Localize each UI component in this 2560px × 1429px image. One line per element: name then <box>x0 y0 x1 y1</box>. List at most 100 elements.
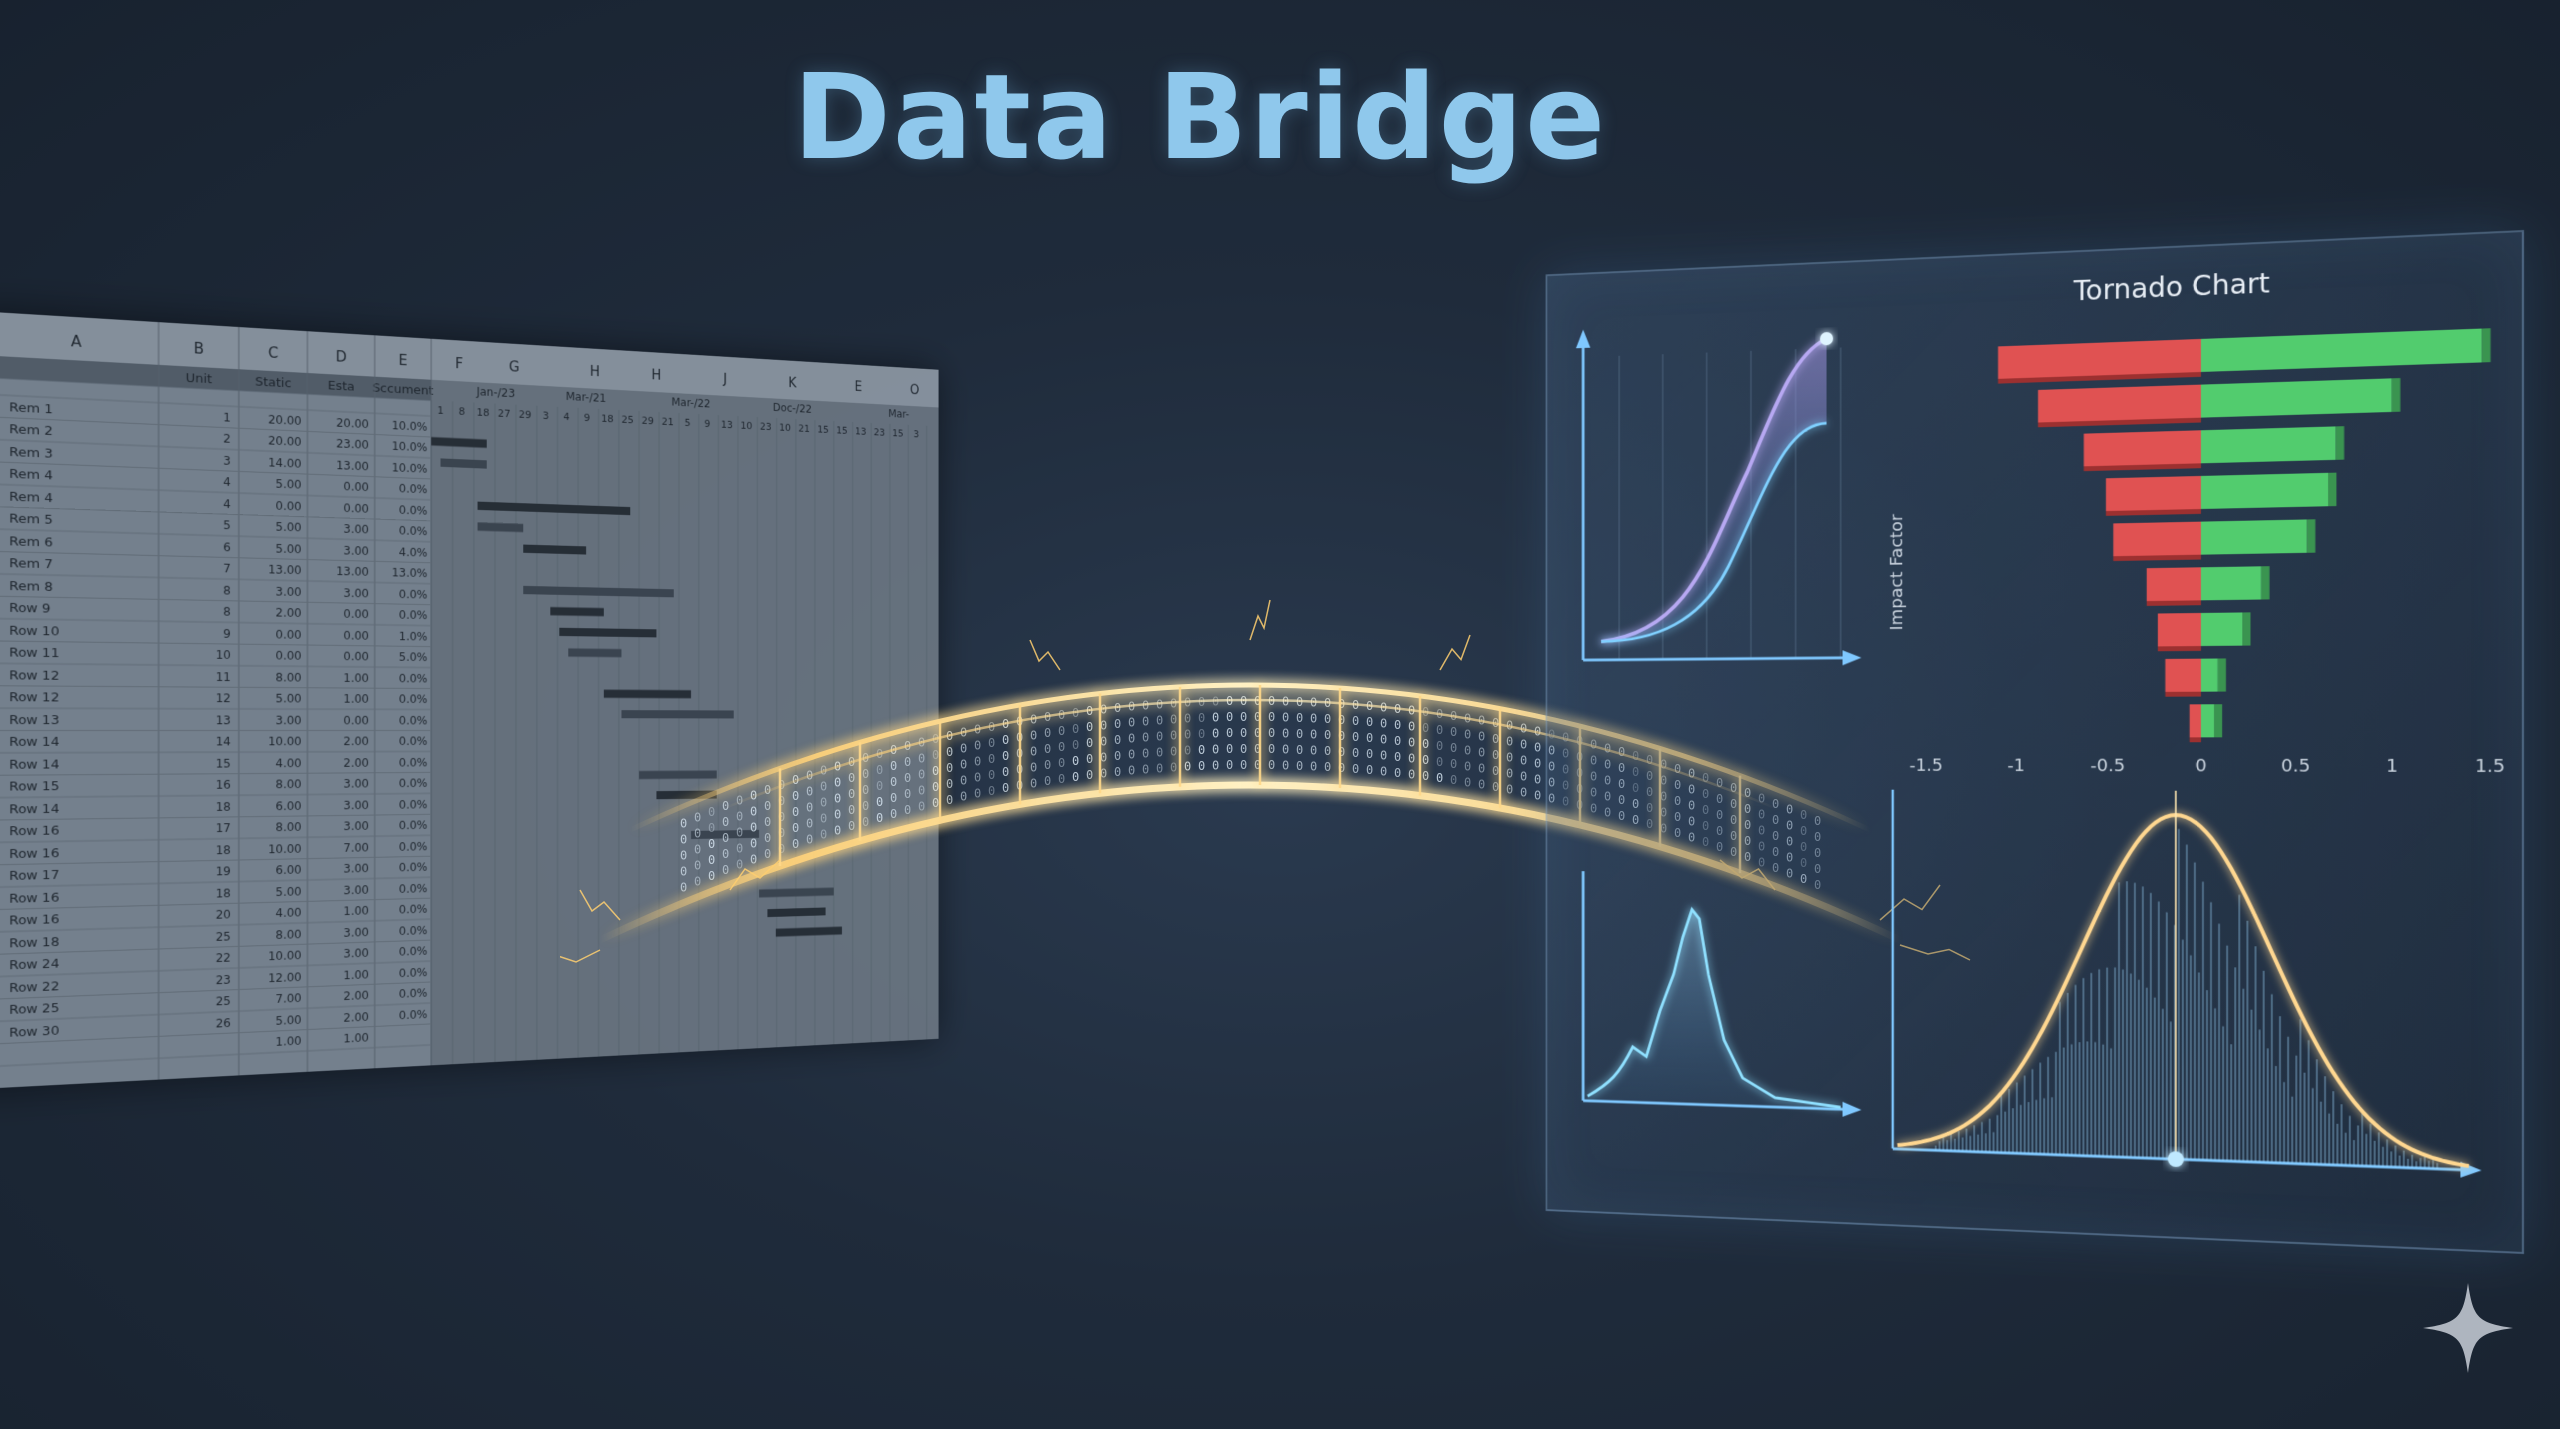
static-cell: 3.00 <box>276 585 302 599</box>
binary-digit: 0 <box>1128 764 1135 778</box>
binary-digit: 0 <box>1786 866 1793 880</box>
row-label: Row 11 <box>9 645 59 661</box>
binary-digit: 0 <box>750 836 757 850</box>
binary-digit: 0 <box>1534 788 1541 802</box>
binary-digit: 0 <box>1590 786 1597 800</box>
binary-digit: 0 <box>1758 807 1765 821</box>
s-curve-x-arrow <box>1842 650 1862 666</box>
unit-cell: 22 <box>216 951 231 966</box>
binary-digit: 0 <box>680 865 687 879</box>
sccument-cell: 0.0% <box>399 965 428 980</box>
binary-digit: 0 <box>820 796 827 810</box>
s-curve-lower-line <box>1601 423 1826 641</box>
binary-digit: 0 <box>1100 750 1107 764</box>
binary-digit: 0 <box>1758 855 1765 869</box>
static-cell: 5.00 <box>276 520 302 535</box>
spark <box>1249 599 1271 641</box>
binary-digit: 0 <box>1492 764 1499 778</box>
binary-digit: 0 <box>694 827 701 841</box>
unit-cell: 5 <box>223 518 231 532</box>
column-letter: E <box>399 353 408 369</box>
timeline-month: Mar-/21 <box>566 389 606 404</box>
static-cell: 5.00 <box>276 542 302 557</box>
binary-digit: 0 <box>1240 758 1247 772</box>
unit-cell: 4 <box>223 497 231 511</box>
timeline-day: 21 <box>798 423 810 435</box>
esta-cell: 3.00 <box>343 522 369 537</box>
binary-digit: 0 <box>1478 746 1485 760</box>
tornado-tick-label: -1 <box>2007 756 2024 775</box>
binary-digit: 0 <box>1296 727 1303 741</box>
static-cell: 0.00 <box>276 649 302 663</box>
binary-digit: 0 <box>736 826 743 840</box>
column-letter: H <box>652 368 662 384</box>
timeline-day: 5 <box>685 417 691 429</box>
binary-digit: 0 <box>1716 792 1723 806</box>
timeline-day: 3 <box>543 410 549 422</box>
sccument-cell: 0.0% <box>399 714 428 728</box>
unit-cell: 7 <box>223 562 231 576</box>
binary-digit: 0 <box>1464 743 1471 757</box>
binary-digit: 0 <box>736 794 743 808</box>
static-cell: 10.00 <box>268 735 302 749</box>
binary-digit: 0 <box>736 810 743 824</box>
binary-digit: 0 <box>1562 795 1569 809</box>
column-letter: D <box>336 349 347 365</box>
spark <box>1879 884 1941 921</box>
binary-digit: 0 <box>890 759 897 773</box>
binary-digit: 0 <box>918 800 925 814</box>
row-label: Rem 1 <box>9 399 53 417</box>
binary-digit: 0 <box>1380 732 1387 746</box>
esta-cell: 3.00 <box>343 883 369 897</box>
tornado-bar-positive <box>2200 328 2483 372</box>
binary-digit: 0 <box>1002 781 1009 795</box>
binary-digit: 0 <box>1562 747 1569 761</box>
binary-digit: 0 <box>1590 738 1597 752</box>
row-label: Row 15 <box>9 778 59 794</box>
binary-digit: 0 <box>820 828 827 842</box>
timeline-month: Mar- <box>888 407 909 421</box>
tornado-bar-positive <box>2200 566 2262 601</box>
tornado-bar-positive-side <box>2335 426 2345 460</box>
row-label: Row 13 <box>9 712 59 728</box>
spark <box>579 889 621 921</box>
binary-digit: 0 <box>820 812 827 826</box>
tornado-y-label: Impact Factor <box>1888 513 1907 630</box>
esta-cell: 3.00 <box>343 862 369 876</box>
unit-cell: 19 <box>216 865 231 879</box>
tornado-bar-negative <box>2105 475 2201 512</box>
binary-digit: 0 <box>1520 769 1527 783</box>
binary-digit: 0 <box>1254 710 1261 724</box>
binary-digit: 0 <box>1450 773 1457 787</box>
s-curve-chart <box>1575 329 1862 667</box>
binary-digit: 0 <box>1226 726 1233 740</box>
s-curve-x-axis <box>1583 658 1850 660</box>
row-label: Row 16 <box>9 911 59 928</box>
gantt-bar <box>477 522 524 533</box>
tornado-bar-positive-side <box>2482 328 2491 363</box>
binary-digit: 0 <box>1702 771 1709 785</box>
binary-digit: 0 <box>1800 824 1807 838</box>
binary-digit: 0 <box>1478 778 1485 792</box>
binary-digit: 0 <box>988 768 995 782</box>
sccument-cell: 0.0% <box>399 1007 428 1022</box>
binary-digit: 0 <box>1688 782 1695 796</box>
binary-digit: 0 <box>1702 787 1709 801</box>
static-cell: 5.00 <box>276 692 302 706</box>
unit-cell: 13 <box>216 713 231 727</box>
binary-digit: 0 <box>1338 761 1345 775</box>
binary-digit: 0 <box>1800 872 1807 886</box>
sparkle-icon <box>2423 1283 2513 1373</box>
timeline-day: 23 <box>874 427 885 438</box>
esta-cell: 1.00 <box>343 904 369 918</box>
timeline-day: 9 <box>584 412 590 424</box>
binary-digit: 0 <box>1170 744 1177 758</box>
row-label: Row 17 <box>9 867 59 884</box>
row-label: Rem 6 <box>9 533 53 550</box>
binary-digit: 0 <box>848 771 855 785</box>
tornado-bar-positive-side <box>2217 658 2226 692</box>
unit-cell: 12 <box>216 692 231 706</box>
column-letter: K <box>788 376 797 391</box>
binary-digit: 0 <box>1002 749 1009 763</box>
